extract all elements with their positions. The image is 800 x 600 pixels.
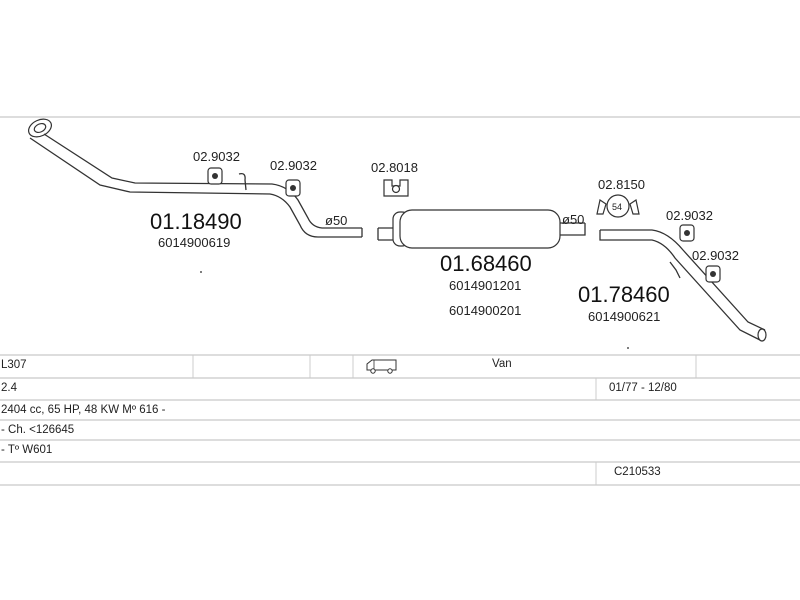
mount-2-number: 02.9032 (270, 158, 317, 173)
mount-4-number: 02.9032 (692, 248, 739, 263)
vehicle-years: 01/77 - 12/80 (609, 382, 677, 394)
middle-muffler-oe-2: 6014900201 (449, 303, 521, 318)
clamp-2-number: 02.8150 (598, 177, 645, 192)
dot-marker (200, 271, 202, 273)
rear-pipe[interactable] (599, 229, 767, 342)
front-flange-hole (33, 122, 47, 134)
vehicle-body-type: Van (492, 358, 512, 370)
rubber-mount-4[interactable] (705, 265, 721, 283)
mount-1-number: 02.9032 (193, 149, 240, 164)
rear-pipe-number: 01.78460 (578, 282, 670, 307)
rear-pipe-oe: 6014900621 (588, 309, 660, 324)
clamp-2[interactable]: 54 (596, 194, 640, 218)
rear-hook (669, 261, 681, 279)
vehicle-type: - Tº W601 (1, 444, 53, 456)
front-pipe-oe: 6014900619 (158, 235, 230, 250)
clamp-1-number: 02.8018 (371, 160, 418, 175)
middle-muffler-oe-1: 6014901201 (449, 278, 521, 293)
middle-muffler[interactable] (377, 209, 586, 249)
vehicle-spec: 2404 cc, 65 HP, 48 KW Mº 616 - (1, 404, 166, 416)
catalog-code: C210533 (614, 466, 661, 478)
clamp-1[interactable] (383, 179, 409, 197)
diameter-1: ø50 (325, 213, 347, 228)
vehicle-chassis: - Ch. <126645 (1, 424, 75, 436)
front-pipe-number: 01.18490 (150, 209, 242, 234)
rubber-mount-2[interactable] (285, 179, 301, 197)
diameter-2: ø50 (562, 212, 584, 227)
dot-marker-2 (627, 347, 629, 349)
van-icon (366, 359, 397, 374)
middle-muffler-number: 01.68460 (440, 251, 532, 276)
front-pipe[interactable] (26, 116, 363, 238)
vehicle-model: L307 (1, 359, 27, 371)
rubber-mount-3[interactable] (679, 224, 695, 242)
pipe-hook (238, 172, 247, 191)
mount-3-number: 02.9032 (666, 208, 713, 223)
rubber-mount-1[interactable] (207, 167, 223, 185)
vehicle-engine: 2.4 (1, 382, 17, 394)
clamp-2-size: 54 (612, 202, 622, 212)
